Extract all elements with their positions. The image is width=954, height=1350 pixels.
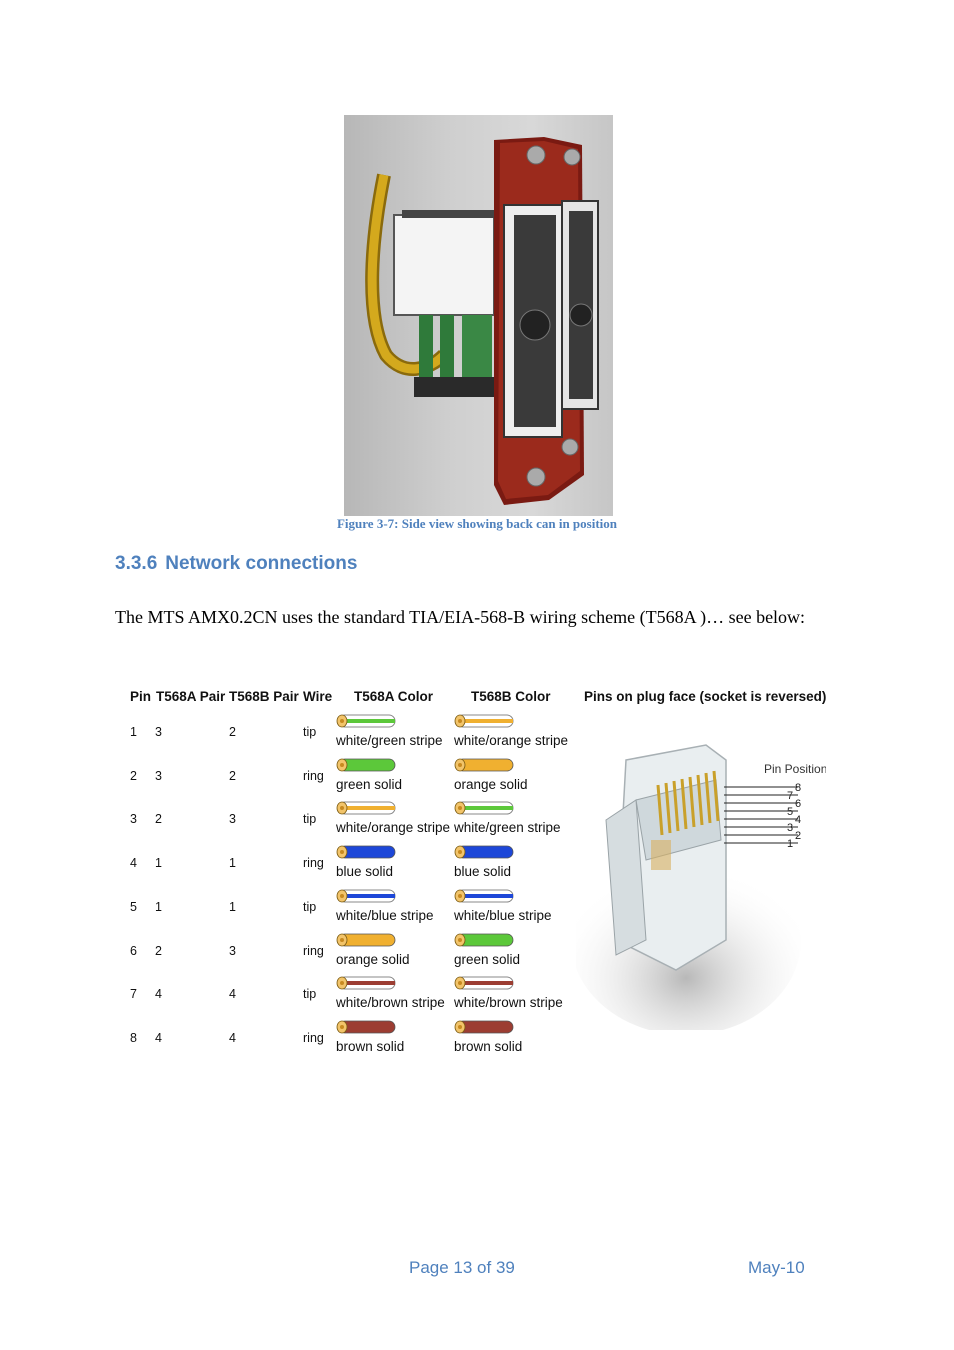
back-can-figure: [344, 115, 613, 516]
wire-a-icon: [335, 758, 399, 778]
t568b-pair: 2: [229, 769, 236, 783]
t568b-pair: 4: [229, 987, 236, 1001]
pin-number: 3: [130, 812, 137, 826]
t568a-pair: 4: [155, 1031, 162, 1045]
pin-position-number: 7: [787, 790, 793, 802]
pin-number: 2: [130, 769, 137, 783]
header-plug-face: Pins on plug face (socket is reversed): [584, 689, 827, 704]
wire-a-icon: [335, 976, 399, 996]
wire-type: tip: [303, 812, 317, 826]
t568a-pair: 1: [155, 900, 162, 914]
wire-type: tip: [303, 900, 317, 914]
t568a-color-name: white/brown stripe: [336, 995, 445, 1010]
pin-position-label: Pin Position: [764, 762, 826, 776]
t568b-color-name: white/blue stripe: [454, 908, 552, 923]
t568a-color-name: green solid: [336, 777, 403, 792]
pin-position-number: 4: [795, 814, 801, 826]
wire-b-icon: [453, 801, 517, 821]
t568b-color-name: white/green stripe: [454, 820, 561, 835]
pin-number: 7: [130, 987, 137, 1001]
wire-a-icon: [335, 801, 399, 821]
pin-number: 5: [130, 900, 137, 914]
section-title: Network connections: [165, 553, 358, 574]
wire-b-icon: [453, 933, 517, 953]
pin-position-number: 3: [787, 822, 793, 834]
wire-b-icon: [453, 714, 517, 734]
section-paragraph: The MTS AMX0.2CN uses the standard TIA/E…: [115, 607, 806, 627]
t568a-pair: 2: [155, 812, 162, 826]
pin-number: 8: [130, 1031, 137, 1045]
wire-type: ring: [303, 769, 324, 783]
pin-number: 1: [130, 725, 137, 739]
t568b-pair: 3: [229, 812, 236, 826]
wire-type: ring: [303, 856, 324, 870]
wire-b-icon: [453, 758, 517, 778]
t568a-pair: 2: [155, 944, 162, 958]
wire-a-icon: [335, 714, 399, 734]
t568b-color-name: orange solid: [454, 777, 528, 792]
pin-position-number: 6: [795, 798, 801, 810]
section-number: 3.3.6: [115, 553, 158, 574]
wire-b-icon: [453, 889, 517, 909]
section-heading: 3.3.6 Network connections: [115, 553, 357, 575]
t568a-pair: 3: [155, 769, 162, 783]
t568b-color-name: blue solid: [454, 864, 512, 879]
t568a-color-name: brown solid: [336, 1039, 405, 1054]
t568b-pair: 1: [229, 856, 236, 870]
figure-caption: Figure 3-7: Side view showing back can i…: [336, 516, 618, 531]
header-t568a-color: T568A Color: [354, 689, 434, 704]
wire-a-icon: [335, 933, 399, 953]
t568a-pair: 3: [155, 725, 162, 739]
wire-b-icon: [453, 1020, 517, 1040]
header-pin: Pin: [130, 689, 152, 704]
back-can-illustration: [365, 137, 599, 505]
t568b-color-name: green solid: [454, 952, 521, 967]
wire-type: tip: [303, 987, 317, 1001]
t568b-color-name: brown solid: [454, 1039, 523, 1054]
header-t568a-pair: T568A Pair: [156, 689, 226, 704]
wire-type: ring: [303, 1031, 324, 1045]
t568a-color-name: white/blue stripe: [336, 908, 434, 923]
t568a-color-name: blue solid: [336, 864, 394, 879]
t568b-pair: 4: [229, 1031, 236, 1045]
footer-page-number: Page 13 of 39: [409, 1258, 515, 1277]
wire-a-icon: [335, 845, 399, 865]
header-wire: Wire: [303, 689, 333, 704]
pin-position-number: 1: [787, 838, 793, 850]
t568b-pair: 1: [229, 900, 236, 914]
wire-b-icon: [453, 845, 517, 865]
wire-type: ring: [303, 944, 324, 958]
t568a-pair: 4: [155, 987, 162, 1001]
t568a-pair: 1: [155, 856, 162, 870]
t568a-color-name: orange solid: [336, 952, 410, 967]
header-t568b-pair: T568B Pair: [229, 689, 299, 704]
wire-a-icon: [335, 889, 399, 909]
footer-date: May-10: [748, 1258, 805, 1277]
pin-position-number: 2: [795, 830, 801, 842]
t568b-pair: 2: [229, 725, 236, 739]
pin-position-number: 8: [795, 782, 801, 794]
wire-a-icon: [335, 1020, 399, 1040]
t568b-color-name: white/orange stripe: [454, 733, 569, 748]
pin-position-number: 5: [787, 806, 793, 818]
t568b-color-name: white/brown stripe: [454, 995, 563, 1010]
pin-number: 6: [130, 944, 137, 958]
t568b-pair: 3: [229, 944, 236, 958]
pin-number: 4: [130, 856, 137, 870]
t568a-color-name: white/green stripe: [336, 733, 443, 748]
header-t568b-color: T568B Color: [471, 689, 551, 704]
wire-b-icon: [453, 976, 517, 996]
t568a-color-name: white/orange stripe: [336, 820, 451, 835]
wire-type: tip: [303, 725, 317, 739]
